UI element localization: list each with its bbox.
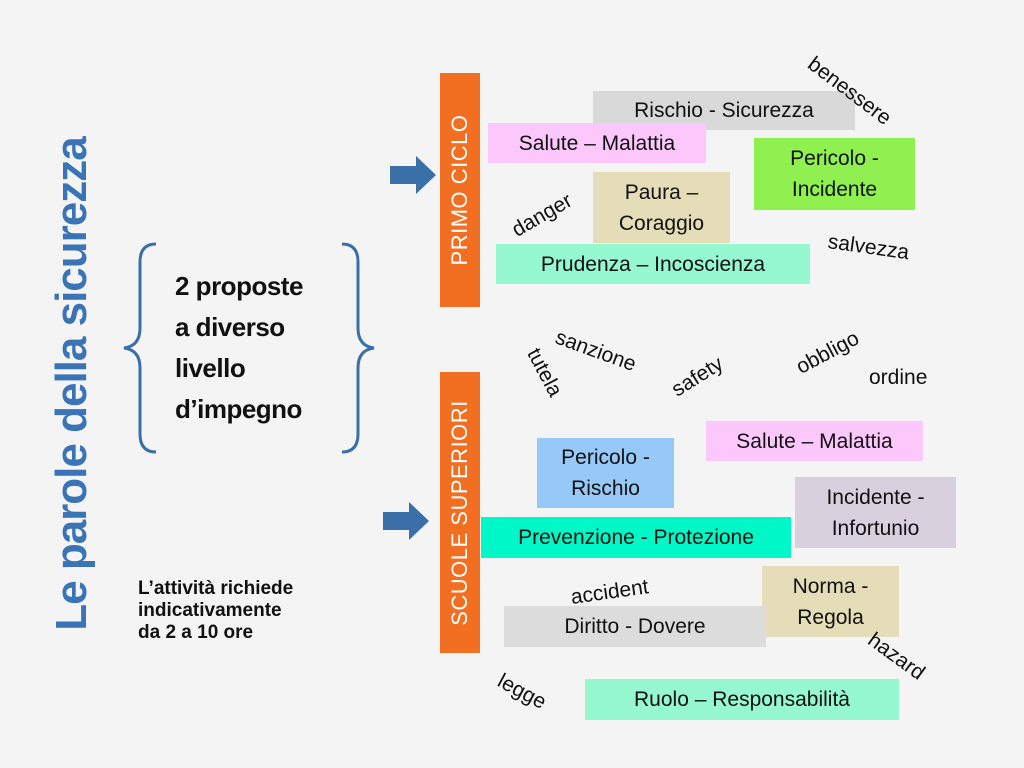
box-diritto-dovere: Diritto - Dovere [504, 606, 766, 647]
box-label: Salute – Malattia [518, 131, 676, 155]
proposals-line: a diverso [175, 312, 285, 342]
box-label: Rischio - Sicurezza [634, 99, 814, 122]
word-salvezza: salvezza [826, 230, 911, 265]
box-label: Pericolo - [561, 446, 650, 469]
primo-ciclo-label: PRIMO CICLO [447, 114, 472, 266]
box-ruolo-responsabilita: Ruolo – Responsabilità [585, 679, 899, 720]
box-label: Diritto - Dovere [564, 615, 706, 638]
box-label: Prudenza – Incoscienza [540, 252, 766, 276]
box-label: Infortunio [831, 516, 920, 540]
word-sanzione: sanzione [552, 325, 640, 377]
arrow-right-icon [390, 156, 436, 194]
word-legge: legge [493, 669, 551, 714]
activity-note: L’attività richiede indicativamente da 2… [138, 578, 378, 644]
box-label: Coraggio [618, 211, 705, 235]
box-label: Incidente - [826, 485, 925, 509]
box-salute-malattia-superiori: Salute – Malattia [706, 421, 923, 461]
box-salute-malattia: Salute – Malattia [488, 123, 706, 163]
proposals-line: livello [175, 353, 246, 383]
box-prevenzione-protezione: Prevenzione - Protezione [481, 517, 791, 558]
proposals-line: 2 proposte [175, 271, 303, 301]
box-pericolo-rischio: Pericolo - Rischio [537, 438, 674, 508]
box-rischio-sicurezza: Rischio - Sicurezza [593, 91, 855, 130]
box-label: Regola [797, 605, 864, 629]
word-safety: safety [667, 352, 728, 402]
box-label: Rischio [571, 477, 640, 500]
box-norma-regola: Norma - Regola [762, 566, 899, 637]
slide-title: Le parole della sicurezza [47, 137, 96, 631]
box-label: Salute – Malattia [736, 429, 893, 453]
proposals-line: d’impegno [175, 394, 302, 424]
proposals-text: 2 proposte a diverso livello d’impegno [175, 266, 355, 430]
box-label: Pericolo - [790, 147, 879, 170]
word-danger: danger [508, 188, 577, 242]
activity-line: indicativamente [138, 600, 282, 621]
box-pericolo-incidente: Pericolo - Incidente [754, 138, 915, 210]
activity-line: da 2 a 10 ore [138, 622, 254, 643]
primo-ciclo-bar: PRIMO CICLO [440, 73, 480, 307]
box-label: Incidente [791, 178, 878, 201]
box-prudenza-incoscienza: Prudenza – Incoscienza [496, 244, 810, 284]
activity-line: L’attività richiede [138, 578, 294, 599]
word-obbligo: obbligo [792, 326, 863, 379]
box-paura-coraggio: Paura – Coraggio [593, 172, 730, 243]
box-label: Prevenzione - Protezione [518, 526, 754, 549]
box-label: Norma - [792, 574, 869, 598]
box-label: Paura – [624, 180, 699, 204]
word-ordine: ordine [869, 366, 928, 389]
box-label: Ruolo – Responsabilità [634, 688, 850, 711]
scuole-superiori-label: SCUOLE SUPERIORI [447, 399, 472, 626]
arrow-right-icon [383, 502, 429, 540]
scuole-superiori-bar: SCUOLE SUPERIORI [440, 372, 480, 653]
word-tutela: tutela [522, 344, 567, 401]
word-accident: accident [569, 575, 650, 609]
curly-braces-shape [123, 242, 375, 454]
box-incidente-infortunio: Incidente - Infortunio [795, 477, 956, 548]
